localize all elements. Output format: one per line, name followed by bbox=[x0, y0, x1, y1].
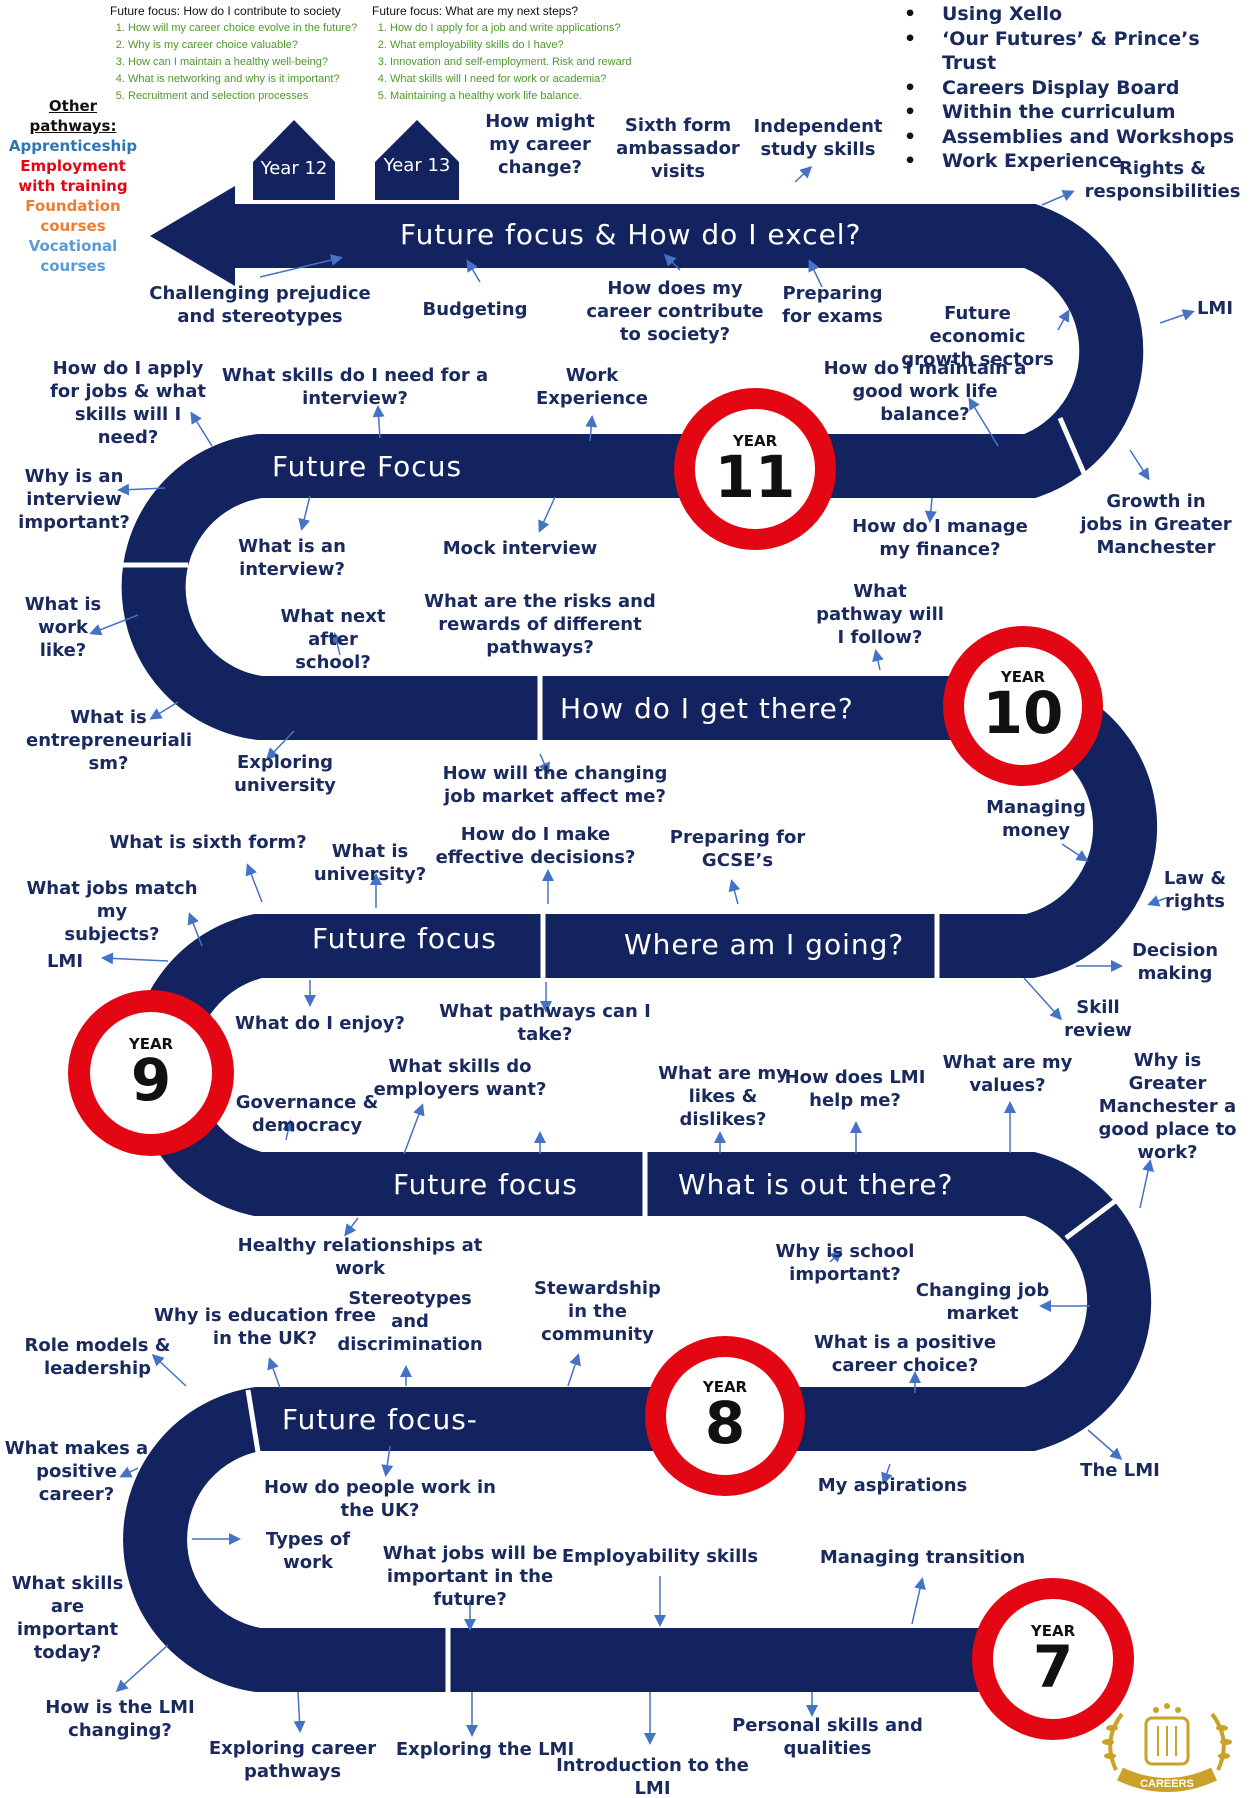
topic-governance: Governance & democracy bbox=[235, 1092, 379, 1136]
topic-changing-job-market: How will the changing job market affect … bbox=[442, 763, 668, 807]
topic-jobs-future: What jobs will be important in the futur… bbox=[382, 1543, 558, 1610]
topic-employers-want: What skills do employers want? bbox=[373, 1056, 547, 1100]
topic-apply-jobs: How do I apply for jobs & what skills wi… bbox=[50, 358, 206, 448]
topic-sixth-form: What is sixth form? bbox=[109, 832, 307, 853]
topic-pathway-follow: What pathway will I follow? bbox=[816, 581, 944, 648]
band-future-focus-9: Future focus bbox=[312, 922, 497, 955]
topic-work-life-balance: How do I maintain a good work life balan… bbox=[823, 358, 1027, 425]
topic-values: What are my values? bbox=[942, 1052, 1073, 1096]
topic-career-change: How might my career change? bbox=[485, 111, 595, 178]
topic-personal-skills: Personal skills and qualities bbox=[732, 1715, 923, 1759]
topic-managing-transition: Managing transition bbox=[819, 1547, 1026, 1568]
topic-challenging-prejudice: Challenging prejudice and stereotypes bbox=[149, 283, 371, 327]
year13-post bbox=[375, 120, 459, 200]
other-pathways: Other pathways: Apprenticeship Employmen… bbox=[4, 96, 142, 276]
topic-law-rights: Law & rights bbox=[1163, 868, 1227, 912]
band-out-there: What is out there? bbox=[678, 1168, 954, 1201]
topic-education-free: Why is education free in the UK? bbox=[154, 1305, 376, 1349]
topic-stereotypes: Stereotypes and discrimination bbox=[337, 1288, 483, 1355]
topic-university: What is university? bbox=[313, 841, 427, 885]
topic-entrepreneurialism: What is entrepreneuriali sm? bbox=[26, 707, 193, 774]
topic-healthy-relationships: Healthy relationships at work bbox=[237, 1235, 483, 1279]
band-where-going: Where am I going? bbox=[624, 928, 905, 961]
careers-logo-icon: CAREERS bbox=[1102, 1703, 1232, 1792]
notes-next-steps: Future focus: What are my next steps? Ho… bbox=[372, 4, 702, 105]
topic-work-experience: Work Experience bbox=[536, 365, 648, 409]
topic-manage-finance: How do I manage my finance? bbox=[852, 516, 1028, 560]
topic-effective-decisions: How do I make effective decisions? bbox=[435, 824, 636, 868]
topic-lmi-left: LMI bbox=[46, 951, 84, 972]
topic-skill-review: Skill review bbox=[1064, 997, 1132, 1041]
topic-exploring-lmi: Exploring the LMI bbox=[395, 1739, 575, 1760]
topic-risks-rewards: What are the risks and rewards of differ… bbox=[424, 591, 656, 658]
topic-lmi-help: How does LMI help me? bbox=[784, 1067, 926, 1111]
topic-employability-skills: Employability skills bbox=[561, 1546, 759, 1567]
band-excel: Future focus & How do I excel? bbox=[400, 218, 862, 251]
topic-budgeting: Budgeting bbox=[422, 299, 528, 320]
pathway-employment: Employment with training bbox=[18, 157, 128, 195]
topic-stewardship: Stewardship in the community bbox=[534, 1278, 661, 1345]
topic-people-work-uk: How do people work in the UK? bbox=[264, 1477, 496, 1521]
topic-what-interview: What is an interview? bbox=[238, 536, 346, 580]
topic-work-like: What is work like? bbox=[24, 594, 102, 661]
initiatives-list: Using Xello ‘Our Futures’ & Prince’s Tru… bbox=[904, 2, 1256, 174]
topic-lmi-top: LMI bbox=[1196, 298, 1234, 319]
pathway-apprenticeship: Apprenticeship bbox=[8, 137, 138, 155]
band-future-focus-8: Future focus- bbox=[282, 1403, 478, 1436]
topic-exploring-pathways: Exploring career pathways bbox=[208, 1738, 377, 1782]
topic-aspirations: My aspirations bbox=[817, 1475, 968, 1496]
topic-rights-responsibilities: Rights & responsibilities bbox=[1084, 158, 1241, 202]
year12-post bbox=[253, 120, 335, 200]
topic-changing-job-market-8: Changing job market bbox=[915, 1280, 1050, 1324]
topic-positive-career-choice: What is a positive career choice? bbox=[813, 1332, 997, 1376]
topic-pathways-take: What pathways can I take? bbox=[439, 1001, 651, 1045]
topic-why-school: Why is school important? bbox=[775, 1241, 915, 1285]
pathway-vocational: Vocational courses bbox=[28, 237, 118, 275]
topic-intro-lmi: Introduction to the LMI bbox=[556, 1755, 749, 1798]
topic-what-enjoy: What do I enjoy? bbox=[235, 1013, 405, 1034]
topic-mock-interview: Mock interview bbox=[442, 538, 598, 559]
topic-independent-study: Independent study skills bbox=[753, 116, 883, 160]
topic-career-contribute: How does my career contribute to society… bbox=[586, 278, 764, 345]
pathway-foundation: Foundation courses bbox=[25, 197, 121, 235]
notes-contribute: Future focus: How do I contribute to soc… bbox=[110, 4, 370, 105]
topic-why-gm: Why is Greater Manchester a good place t… bbox=[1098, 1050, 1237, 1163]
topic-interview-skills: What skills do I need for a interview? bbox=[221, 365, 489, 409]
topic-role-models: Role models & leadership bbox=[24, 1335, 171, 1379]
band-future-focus-8a: Future focus bbox=[393, 1168, 578, 1201]
band-get-there: How do I get there? bbox=[560, 692, 854, 725]
topic-what-next: What next after school? bbox=[280, 606, 386, 673]
topic-growth-sectors: Future economic growth sectors bbox=[901, 303, 1054, 370]
topic-managing-money: Managing money bbox=[986, 797, 1086, 841]
topic-skills-today: What skills are important today? bbox=[11, 1573, 124, 1663]
topic-decision-making: Decision making bbox=[1131, 940, 1219, 984]
band-future-focus-11: Future Focus bbox=[272, 450, 463, 483]
topic-growth-gm: Growth in jobs in Greater Manchester bbox=[1080, 491, 1232, 558]
topic-likes-dislikes: What are my likes & dislikes? bbox=[658, 1063, 788, 1130]
year12-label: Year 12 bbox=[260, 158, 328, 179]
topic-exploring-university: Exploring university bbox=[234, 752, 336, 796]
topic-preparing-gcse: Preparing for GCSE’s bbox=[669, 827, 806, 871]
topic-why-interview: Why is an interview important? bbox=[18, 466, 130, 533]
topic-positive-career: What makes a positive career? bbox=[4, 1438, 149, 1505]
year13-label: Year 13 bbox=[383, 155, 451, 176]
topic-sixth-form-ambassador: Sixth form ambassador visits bbox=[616, 115, 740, 182]
logo-text: CAREERS bbox=[1140, 1778, 1194, 1790]
topic-lmi-changing: How is the LMI changing? bbox=[45, 1697, 195, 1741]
topic-jobs-match-subjects: What jobs match my subjects? bbox=[26, 878, 198, 945]
topic-preparing-exams: Preparing for exams bbox=[782, 283, 883, 327]
topic-the-lmi: The LMI bbox=[1080, 1460, 1160, 1481]
topic-types-work: Types of work bbox=[265, 1529, 351, 1573]
